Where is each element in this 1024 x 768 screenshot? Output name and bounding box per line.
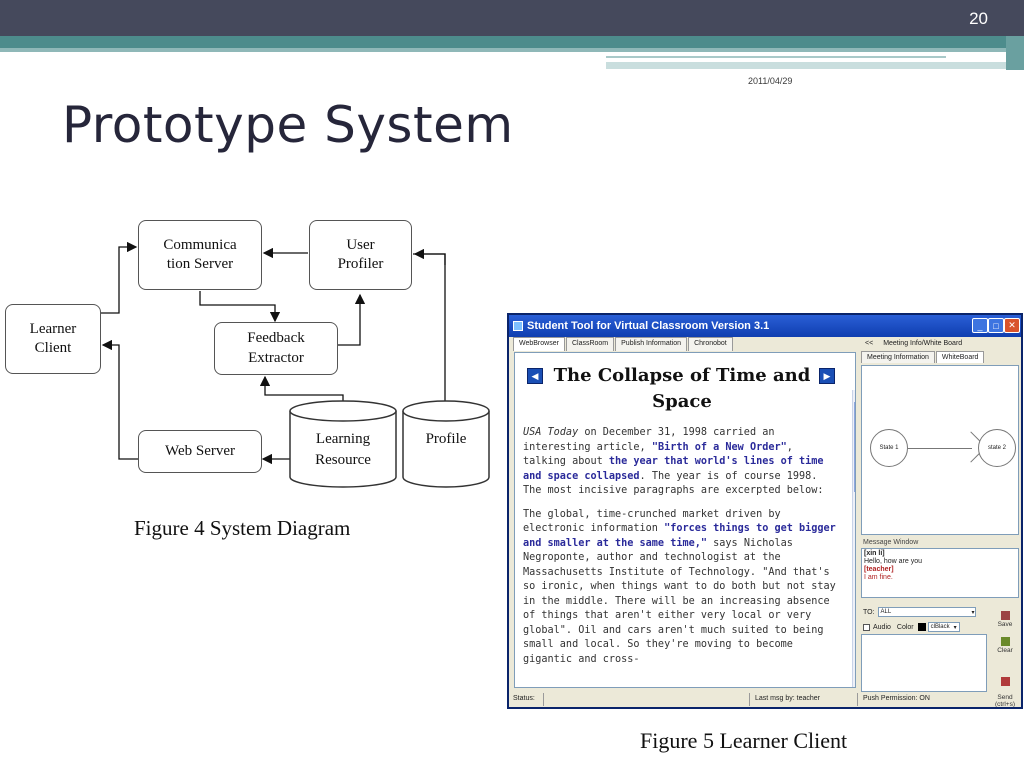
- clear-button[interactable]: Clear: [991, 637, 1019, 654]
- last-message-status: Last msg by: teacher: [755, 695, 820, 702]
- profile-cylinder: [402, 400, 490, 488]
- collapse-button[interactable]: <<: [865, 340, 874, 347]
- tab-whiteboard[interactable]: WhiteBoard: [935, 351, 985, 363]
- whiteboard-state-2: state 2: [978, 429, 1016, 467]
- chevron-down-icon: ▾: [971, 609, 975, 616]
- window-title: Student Tool for Virtual Classroom Versi…: [527, 320, 770, 332]
- web-server-node: Web Server: [138, 430, 262, 473]
- color-swatch: [917, 623, 926, 631]
- compose-input[interactable]: [861, 634, 987, 692]
- color-value: clBlack: [930, 624, 950, 630]
- recipient-select[interactable]: ALL ▾: [877, 607, 976, 617]
- diagram-connectors: [101, 241, 490, 488]
- figure-4-caption: Figure 4 System Diagram: [134, 516, 351, 540]
- maximize-button[interactable]: □: [988, 318, 1004, 333]
- tab-webbrowser[interactable]: WebBrowser: [513, 337, 565, 351]
- article-highlight: "forces things to get bigger and smaller…: [523, 523, 836, 549]
- learning-resource-label: Learning Resource: [315, 431, 371, 468]
- minimize-button[interactable]: _: [972, 318, 988, 333]
- save-icon: [1000, 611, 1010, 620]
- article-text: on December 31, 1998 carried an interest…: [523, 427, 775, 453]
- to-label: TO:: [863, 608, 875, 616]
- recipient-value: ALL: [880, 609, 892, 615]
- scrollbar-thumb[interactable]: [854, 402, 855, 492]
- audio-checkbox[interactable]: [863, 623, 870, 631]
- window-title-bar: Student Tool for Virtual Classroom Versi…: [509, 315, 1021, 337]
- article-paragraph: The global, time-crunched market driven …: [523, 508, 841, 668]
- message-window-label: Message Window: [863, 539, 919, 546]
- header-stripe-light: [0, 48, 1024, 52]
- learner-client-node: Learner Client: [5, 304, 101, 374]
- save-button[interactable]: Save: [991, 611, 1019, 628]
- recipient-row: TO: ALL ▾: [863, 607, 976, 617]
- tab-publish-information[interactable]: Publish Information: [615, 337, 688, 351]
- clear-label: Clear: [997, 647, 1013, 654]
- clear-icon: [1000, 637, 1010, 646]
- status-separator: [543, 693, 544, 706]
- color-select[interactable]: clBlack ▾: [927, 622, 960, 632]
- learner-client-window: Student Tool for Virtual Classroom Versi…: [507, 313, 1023, 709]
- web-browser-pane: ◀ ▶ The Collapse of Time and Space USA T…: [514, 352, 856, 688]
- message-line: Hello, how are you: [864, 558, 922, 565]
- system-diagram: Communica tion Server User Profiler Lear…: [0, 205, 494, 497]
- figure-5-caption: Figure 5 Learner Client: [640, 728, 848, 753]
- article-text: The global, time-crunched market driven …: [523, 508, 781, 535]
- close-button[interactable]: ✕: [1004, 318, 1020, 333]
- audio-label: Audio: [873, 623, 891, 631]
- whiteboard-state-1: State 1: [870, 429, 908, 467]
- learning-resource-cylinder: [289, 400, 397, 488]
- whiteboard-canvas[interactable]: State 1 state 2: [861, 365, 1019, 535]
- header-corner-accent: [1006, 36, 1024, 70]
- header-bar: [0, 0, 1024, 36]
- article-text: . The year is of course 1998. The most i…: [523, 470, 824, 497]
- push-permission-status: Push Permission: ON: [863, 695, 930, 702]
- send-button[interactable]: Send (ctrl+s): [991, 670, 1019, 708]
- article-title: The Collapse of Time and Space: [553, 365, 811, 413]
- right-pane: << Meeting Info/White Board Meeting Info…: [859, 337, 1021, 707]
- status-separator: [857, 693, 858, 706]
- article-text: , talking about: [523, 441, 793, 468]
- audio-color-row: Audio Color clBlack ▾: [863, 622, 960, 632]
- accent-line: [606, 56, 946, 58]
- message-line: [teacher]: [864, 566, 894, 573]
- app-icon: [513, 321, 523, 331]
- message-line: [xin li]: [864, 550, 885, 557]
- header-stripe: [0, 36, 1024, 48]
- status-bar: Status: Last msg by: teacher Push Permis…: [509, 692, 1021, 707]
- communication-server-node: Communica tion Server: [138, 220, 262, 290]
- article-scrollbar[interactable]: [852, 390, 855, 687]
- feedback-extractor-node: Feedback Extractor: [214, 322, 338, 375]
- main-tabs: WebBrowser ClassRoom Publish Information…: [513, 337, 734, 351]
- color-label: Color: [896, 623, 914, 631]
- send-label: Send (ctrl+s): [994, 694, 1016, 708]
- right-tabs: Meeting Information WhiteBoard: [861, 351, 985, 363]
- profile-label: Profile: [425, 431, 467, 447]
- article-highlight: "Birth of a New Order": [651, 441, 787, 453]
- article-source: USA Today: [523, 427, 579, 438]
- chevron-down-icon: ▾: [953, 624, 957, 631]
- status-label: Status:: [513, 695, 535, 702]
- slide-date: 2011/04/29: [748, 76, 793, 86]
- page-title: Prototype System: [62, 96, 514, 154]
- tab-classroom[interactable]: ClassRoom: [565, 337, 615, 351]
- send-icon: [1000, 677, 1010, 686]
- message-window: [xin li] Hello, how are you [teacher] I …: [861, 548, 1019, 598]
- page-number: 20: [969, 9, 988, 28]
- article-text: says Nicholas Negroponte, author and tec…: [523, 537, 836, 665]
- meeting-bar-label: Meeting Info/White Board: [883, 340, 963, 347]
- accent-line: [606, 62, 1006, 69]
- next-page-button[interactable]: ▶: [819, 368, 835, 384]
- message-line: I am fine.: [864, 574, 893, 581]
- meeting-bar: << Meeting Info/White Board: [859, 337, 1021, 350]
- status-separator: [749, 693, 750, 706]
- article-paragraph: USA Today on December 31, 1998 carried a…: [523, 426, 841, 499]
- whiteboard-arrow: [908, 448, 972, 449]
- save-label: Save: [997, 621, 1013, 628]
- prev-page-button[interactable]: ◀: [527, 368, 543, 384]
- user-profiler-node: User Profiler: [309, 220, 412, 290]
- tab-chronobot[interactable]: Chronobot: [688, 337, 733, 351]
- tab-meeting-information[interactable]: Meeting Information: [861, 351, 935, 363]
- article-body: USA Today on December 31, 1998 carried a…: [523, 426, 841, 676]
- article-highlight: the year that world's lines of time and …: [523, 456, 824, 482]
